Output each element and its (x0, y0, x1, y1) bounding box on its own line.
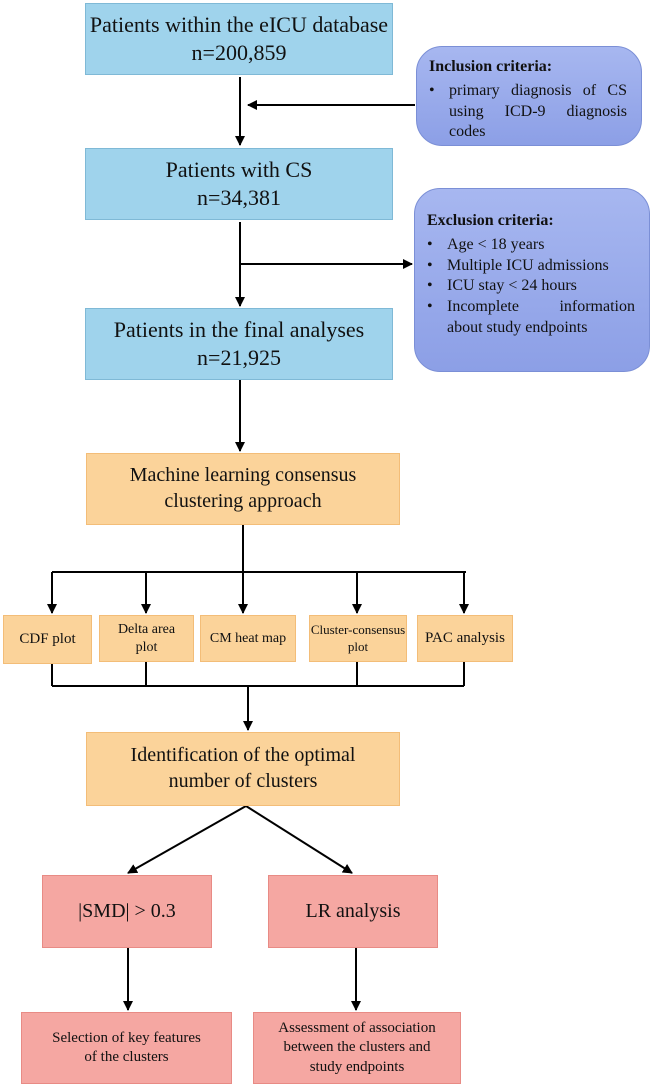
eicu-patients-box: Patients within the eICU database n=200,… (85, 3, 393, 75)
method-box-cdf-plot: CDF plot (3, 615, 92, 664)
final-patients-box: Patients in the final analyses n=21,925 (85, 308, 393, 380)
exclusion-criteria-item: Age < 18 years (427, 235, 635, 256)
final-patients-label: Patients in the final analyses (113, 316, 365, 342)
method-label: CDF plot (19, 630, 76, 647)
selection-key-features-box: Selection of key features of the cluster… (21, 1012, 232, 1084)
method-label: Cluster-consensus (310, 621, 406, 637)
exclusion-criteria-title: Exclusion criteria: (427, 212, 554, 229)
smd-label: |SMD| > 0.3 (78, 899, 176, 922)
exclusion-criteria-item: Multiple ICU admissions (427, 256, 635, 277)
assessment-line3: study endpoints (309, 1058, 405, 1075)
method-label-line2: plot (347, 638, 369, 654)
lr-analysis-box: LR analysis (268, 875, 438, 948)
method-label: CM heat map (209, 630, 287, 646)
assessment-line2: between the clusters and (283, 1039, 431, 1056)
ml-box-line2: clustering approach (164, 490, 322, 512)
inclusion-criteria-list: primary diagnosis of CS using ICD-9 diag… (429, 81, 627, 143)
method-label: Delta area (117, 621, 176, 637)
optimal-clusters-box: Identification of the optimal number of … (86, 732, 400, 806)
exclusion-criteria-list: Age < 18 years Multiple ICU admissions I… (427, 235, 635, 339)
arrow-to-smd (127, 805, 247, 874)
lr-analysis-label: LR analysis (305, 899, 401, 922)
cs-patients-label: Patients with CS (165, 156, 313, 182)
ml-consensus-clustering-box: Machine learning consensus clustering ap… (86, 453, 400, 525)
eicu-patients-count: n=200,859 (191, 40, 287, 65)
exclusion-criteria-item: ICU stay < 24 hours (427, 276, 635, 297)
exclusion-criteria-box: Exclusion criteria: Age < 18 years Multi… (414, 188, 650, 372)
method-box-pac-analysis: PAC analysis (417, 615, 513, 662)
optimal-box-line2: number of clusters (168, 770, 318, 792)
cs-patients-count: n=34,381 (197, 185, 281, 210)
inclusion-criteria-title: Inclusion criteria: (429, 58, 553, 75)
smd-box: |SMD| > 0.3 (42, 875, 212, 948)
cs-patients-box: Patients with CS n=34,381 (85, 148, 393, 220)
inclusion-criteria-item: primary diagnosis of CS using ICD-9 diag… (429, 81, 627, 143)
optimal-box-line1: Identification of the optimal (130, 744, 356, 767)
method-box-cluster-consensus-plot: Cluster-consensus plot (309, 615, 407, 662)
method-box-cm-heat-map: CM heat map (200, 615, 296, 662)
method-label: PAC analysis (425, 629, 505, 646)
assessment-line1: Assessment of association (278, 1020, 436, 1037)
inclusion-criteria-box: Inclusion criteria: primary diagnosis of… (416, 46, 642, 146)
selection-line1: Selection of key features (52, 1029, 201, 1046)
method-box-delta-area-plot: Delta area plot (99, 615, 194, 662)
ml-box-line1: Machine learning consensus (129, 464, 357, 487)
final-patients-count: n=21,925 (197, 345, 281, 370)
method-label-line2: plot (135, 639, 158, 655)
exclusion-criteria-item: Incomplete information about study endpo… (427, 297, 635, 339)
selection-line2: of the clusters (84, 1049, 169, 1065)
assessment-association-box: Assessment of association between the cl… (253, 1012, 461, 1084)
eicu-patients-label: Patients within the eICU database (89, 11, 389, 37)
arrow-to-lr (245, 805, 353, 874)
